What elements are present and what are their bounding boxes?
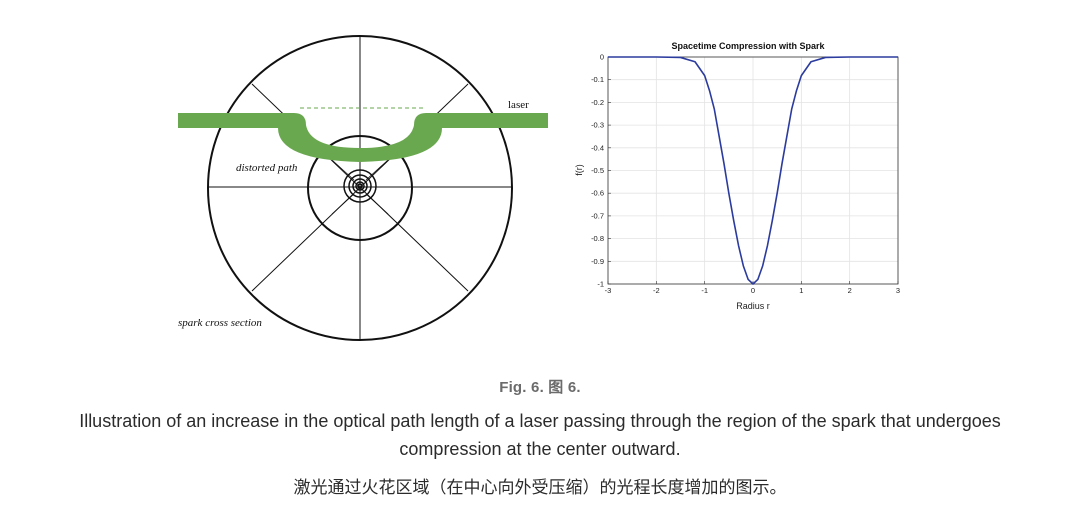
x-tick-label: 3	[896, 286, 900, 295]
outer-circle	[207, 35, 513, 341]
x-tick-label: 2	[848, 286, 852, 295]
spark-diagram: laser distorted path spark cross section	[178, 35, 548, 341]
laser-label: laser	[508, 99, 529, 111]
y-tick-label: -0.1	[591, 75, 604, 84]
spark-cross-section-label: spark cross section	[178, 317, 262, 329]
figure-label: Fig. 6. 图 6.	[499, 379, 581, 396]
y-tick-label: -0.5	[591, 166, 604, 175]
x-tick-label: -3	[605, 286, 612, 295]
y-tick-label: -0.8	[591, 234, 604, 243]
y-tick-label: -0.3	[591, 121, 604, 130]
laser-beam	[178, 113, 548, 162]
distorted-path-label: distorted path	[236, 162, 298, 174]
x-axis-title: Radius r	[736, 301, 770, 311]
y-tick-label: -0.6	[591, 189, 604, 198]
middle-circle	[307, 135, 413, 241]
y-tick-label: 0	[600, 53, 604, 62]
figure-caption: Fig. 6. 图 6. Illustration of an increase…	[40, 376, 1040, 498]
x-tick-label: -1	[701, 286, 708, 295]
compression-chart: Spacetime Compression with Spark -3 -2 -1 0…	[574, 41, 900, 311]
y-tick-label: -1	[597, 280, 604, 289]
converging-lines	[331, 159, 389, 215]
chart-title: Spacetime Compression with Spark	[671, 41, 825, 51]
x-tick-label: -2	[653, 286, 660, 295]
y-tick-label: -0.9	[591, 257, 604, 266]
caption-chinese: 激光通过火花区域（在中心向外受压缩）的光程长度增加的图示。	[293, 478, 787, 498]
chart-ticks: -3 -2 -1 0 1 2 3 0 -0.1 -0.2 -0.3 -0.4 -0.5 -0.6 -0.7 -…	[591, 53, 900, 296]
x-tick-label: 1	[799, 286, 803, 295]
y-axis-title: f(r)	[574, 164, 584, 176]
y-tick-label: -0.2	[591, 98, 604, 107]
chart-series	[608, 56, 898, 285]
y-tick-label: -0.7	[591, 211, 604, 220]
caption-english: Illustration of an increase in the optic…	[79, 411, 1001, 459]
inner-rings	[343, 169, 377, 203]
series-line	[608, 56, 898, 285]
y-tick-label: -0.4	[591, 143, 604, 152]
x-tick-label: 0	[751, 286, 755, 295]
chart-grid	[607, 56, 899, 285]
